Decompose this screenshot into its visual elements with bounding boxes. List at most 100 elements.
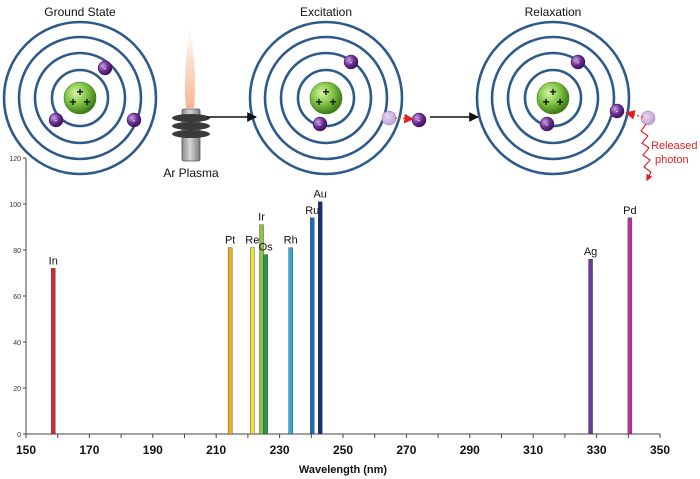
electron-icon bbox=[48, 112, 64, 128]
bar-pd bbox=[627, 217, 633, 435]
proton-sign: + bbox=[69, 95, 76, 109]
bar-label: Pt bbox=[225, 235, 235, 247]
orbit-ring bbox=[17, 35, 143, 161]
emission-chart: 0 20 40 60 80 100 120 150 170 190 210 230 250 270 290… bbox=[9, 156, 670, 476]
plasma-torch-icon: Ar Plasma bbox=[163, 25, 219, 180]
bar-label: In bbox=[49, 255, 58, 267]
proton-sign: + bbox=[329, 95, 336, 109]
y-tick-label: 80 bbox=[13, 248, 21, 255]
coil-turn bbox=[172, 130, 210, 138]
plasma-flame bbox=[184, 25, 196, 108]
y-ticks: 0 20 40 60 80 100 120 bbox=[9, 156, 26, 439]
nucleus-icon bbox=[309, 81, 343, 115]
electron-sign: - bbox=[350, 58, 353, 67]
nucleus-icon bbox=[63, 81, 97, 115]
electron-icon bbox=[539, 116, 555, 132]
y-tick-label: 120 bbox=[9, 156, 21, 163]
orbit-ring bbox=[263, 35, 389, 161]
electron-sign: - bbox=[104, 64, 107, 73]
bar-au bbox=[317, 201, 323, 435]
x-tick-label: 250 bbox=[333, 443, 353, 457]
x-tick-label: 150 bbox=[16, 443, 36, 457]
bar-ir bbox=[259, 224, 264, 435]
x-tick-label: 170 bbox=[79, 443, 99, 457]
y-tick-label: 20 bbox=[13, 386, 21, 393]
bar-label: Re bbox=[245, 235, 259, 247]
y-tick-label: 0 bbox=[17, 432, 21, 439]
bar-label: Os bbox=[259, 242, 274, 254]
electron-sign: - bbox=[133, 116, 136, 125]
electron-icon bbox=[126, 112, 142, 128]
bar-label: Au bbox=[313, 189, 326, 201]
stage-title: Excitation bbox=[300, 5, 352, 19]
electron-sign: - bbox=[546, 120, 549, 129]
x-ticks: 150 170 190 210 230 250 270 290 310 330 350 bbox=[16, 434, 670, 457]
x-tick-label: 350 bbox=[650, 443, 670, 457]
atom-diagrams: Ground State+++---Excitation+++---Relaxa… bbox=[2, 5, 656, 176]
proton-sign: + bbox=[83, 95, 90, 109]
bar-label: Pd bbox=[623, 205, 636, 217]
bar-in bbox=[51, 268, 56, 435]
x-tick-label: 270 bbox=[396, 443, 416, 457]
proton-sign: + bbox=[549, 85, 556, 99]
proton-sign: + bbox=[322, 85, 329, 99]
stage-title: Relaxation bbox=[525, 5, 582, 19]
electron-sign: - bbox=[577, 58, 580, 67]
proton-sign: + bbox=[556, 95, 563, 109]
bar-ru bbox=[310, 217, 315, 435]
bar-re bbox=[250, 247, 255, 435]
bar-label: Ag bbox=[584, 246, 597, 258]
orbit-ring bbox=[506, 51, 600, 145]
coil-turn bbox=[172, 114, 210, 122]
electron-icon bbox=[312, 116, 328, 132]
y-tick-label: 100 bbox=[9, 202, 21, 209]
orbit-ring bbox=[50, 68, 110, 128]
photon-label: photon bbox=[655, 154, 689, 166]
electron-ghost-icon bbox=[381, 110, 397, 126]
stage-title: Ground State bbox=[44, 5, 116, 19]
electron-ghost-icon bbox=[640, 110, 656, 126]
photon-wave-icon bbox=[640, 123, 653, 182]
proton-sign: + bbox=[315, 95, 322, 109]
x-tick-label: 190 bbox=[143, 443, 163, 457]
orbit-ring bbox=[248, 20, 404, 176]
y-tick-label: 40 bbox=[13, 340, 21, 347]
electron-icon bbox=[570, 54, 586, 70]
electron-sign: - bbox=[55, 116, 58, 125]
orbit-ring bbox=[279, 51, 373, 145]
atom-3: Relaxation+++--- bbox=[475, 5, 656, 176]
bar-label: Ru bbox=[305, 205, 319, 217]
bar-pt bbox=[227, 247, 233, 435]
orbit-ring bbox=[33, 51, 127, 145]
excitation-arrow bbox=[394, 113, 414, 124]
proton-sign: + bbox=[76, 85, 83, 99]
y-tick-label: 60 bbox=[13, 294, 21, 301]
bar-label: Ir bbox=[258, 212, 265, 224]
bar-rh bbox=[288, 247, 293, 435]
x-tick-label: 310 bbox=[523, 443, 543, 457]
orbit-ring bbox=[2, 20, 158, 176]
x-tick-label: 290 bbox=[460, 443, 480, 457]
atom-2: Excitation+++--- bbox=[248, 5, 427, 176]
x-axis-label: Wavelength (nm) bbox=[299, 464, 388, 476]
x-tick-label: 210 bbox=[206, 443, 226, 457]
relaxation-arrow bbox=[625, 110, 644, 120]
plasma-label: Ar Plasma bbox=[163, 166, 219, 180]
electron-icon bbox=[609, 103, 625, 119]
x-tick-label: 330 bbox=[587, 443, 607, 457]
bar-label: Rh bbox=[284, 235, 298, 247]
electron-sign: - bbox=[418, 116, 421, 125]
proton-sign: + bbox=[542, 95, 549, 109]
electron-sign: - bbox=[616, 107, 619, 116]
photon-label: Released bbox=[651, 140, 697, 152]
orbit-ring bbox=[475, 20, 631, 176]
orbit-ring bbox=[490, 35, 616, 161]
x-tick-label: 230 bbox=[270, 443, 290, 457]
nucleus-icon bbox=[536, 81, 570, 115]
bar-os bbox=[263, 254, 268, 435]
electron-icon bbox=[97, 60, 113, 76]
coil-turn bbox=[172, 122, 210, 130]
electron-icon bbox=[343, 54, 359, 70]
